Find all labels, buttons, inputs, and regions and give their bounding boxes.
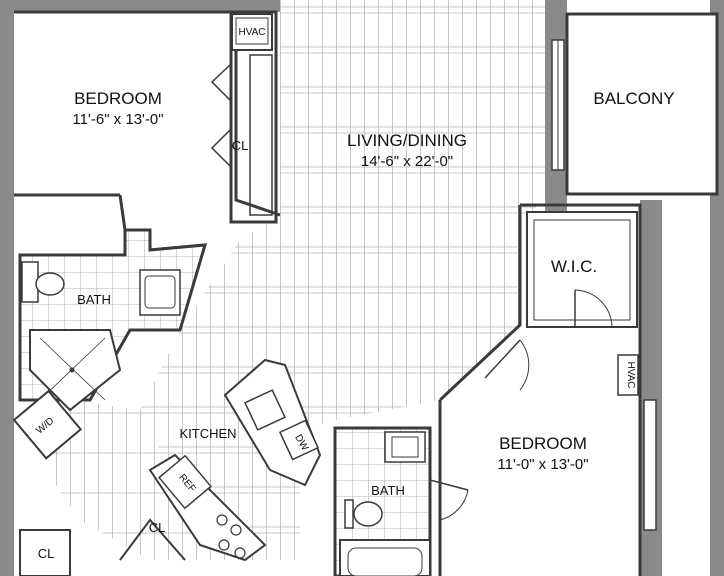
closet-3-label: CL <box>38 546 55 561</box>
hvac-1-label: HVAC <box>238 27 265 38</box>
balcony-name: BALCONY <box>593 89 674 108</box>
bedroom-1-name: BEDROOM <box>74 89 162 108</box>
living-dims: 14'-6" x 22'-0" <box>361 153 453 170</box>
living-name: LIVING/DINING <box>347 131 467 150</box>
bedroom-1-dims: 11'-6" x 13'-0" <box>72 111 163 128</box>
bedroom-2-dims: 11'-0" x 13'-0" <box>497 456 588 473</box>
bath-1-name: BATH <box>77 292 111 307</box>
balcony-walls <box>551 12 719 196</box>
bedroom-1-walls <box>14 10 281 252</box>
closet-2-label: CL <box>149 520 166 535</box>
hvac-2-label: HVAC <box>625 361 636 388</box>
bedroom-2-walls <box>438 203 657 576</box>
bath-1 <box>12 228 208 460</box>
kitchen-name: KITCHEN <box>179 426 236 441</box>
bath-2-name: BATH <box>371 483 405 498</box>
wic-name: W.I.C. <box>551 257 597 276</box>
closet-1-label: CL <box>232 138 249 153</box>
bath-2 <box>333 426 469 576</box>
bedroom-2-name: BEDROOM <box>499 434 587 453</box>
kitchen <box>19 358 322 576</box>
